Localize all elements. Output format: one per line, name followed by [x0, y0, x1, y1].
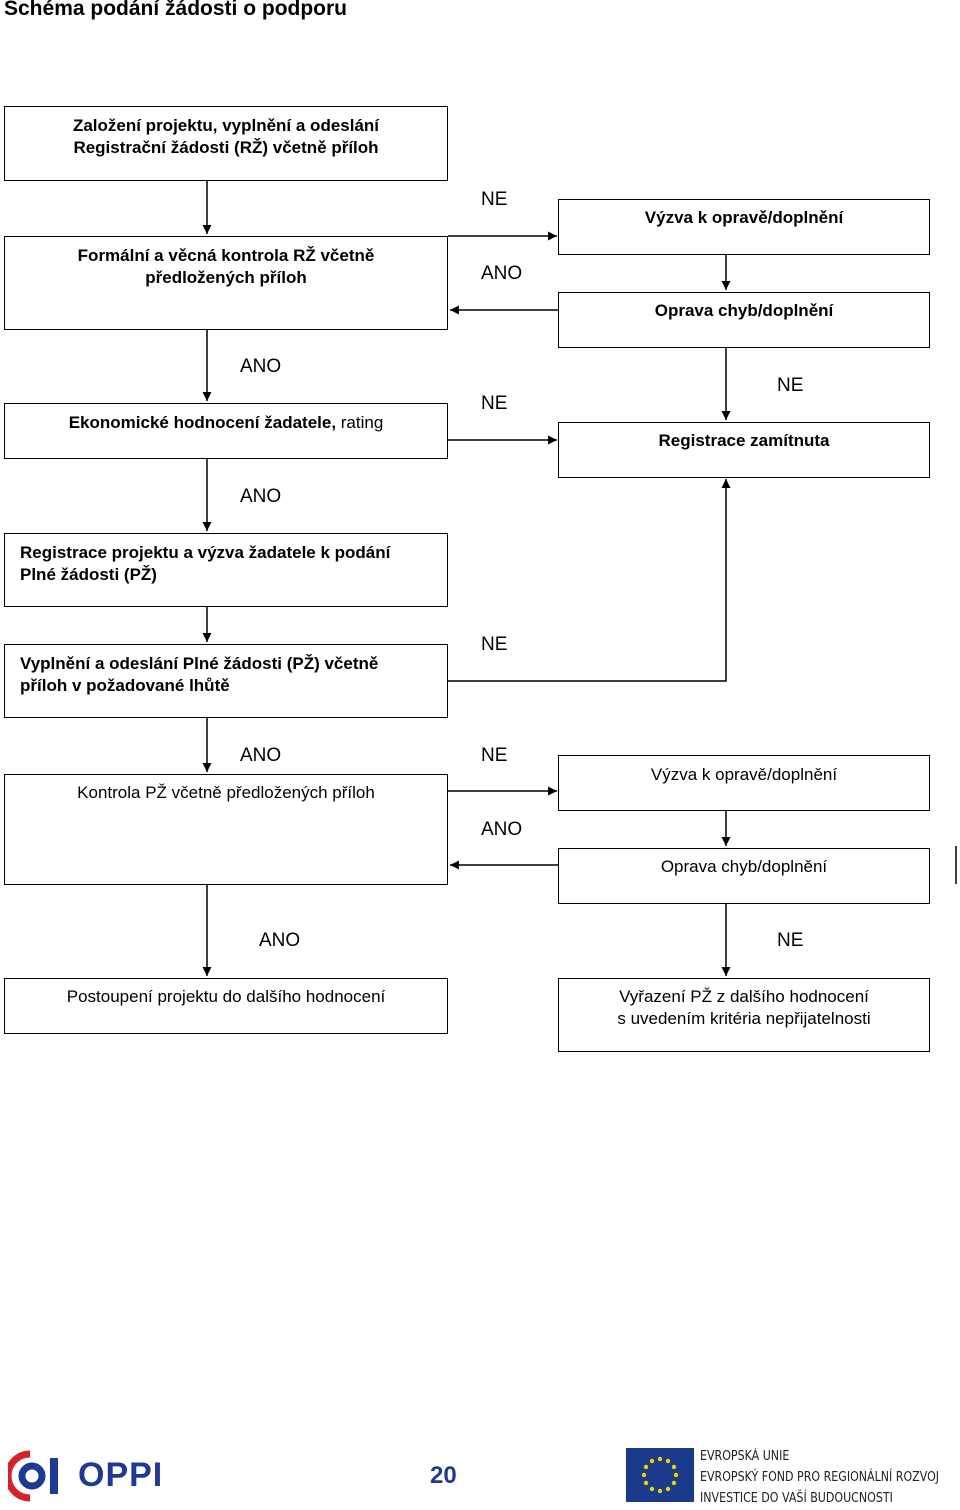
box-create-project: Založení projektu, vyplnění a odeslání R… — [4, 106, 448, 181]
page-title: Schéma podání žádosti o podporu — [4, 0, 348, 20]
eu-funding-text: EVROPSKÁ UNIE EVROPSKÝ FOND PRO REGIONÁL… — [700, 1446, 939, 1509]
box-economic-evaluation-rating: rating — [336, 413, 384, 432]
label-ano: ANO — [259, 930, 301, 951]
page-number: 20 — [430, 1462, 457, 1489]
box-full-application-check: Kontrola PŽ včetně předložených příloh — [4, 774, 448, 885]
label-ne: NE — [481, 393, 508, 414]
box-call-correction-2-text: Výzva k opravě/doplnění — [650, 765, 838, 784]
box-fix-errors-2-text: Oprava chyb/doplnění — [660, 857, 828, 876]
box-fix-errors-2: Oprava chyb/doplnění — [558, 848, 930, 904]
oppi-logo-text: OPPI — [78, 1456, 164, 1494]
box-exclude-application-text: Vyřazení PŽ z dalšího hodnocení s uveden… — [617, 987, 871, 1028]
box-create-project-text: Založení projektu, vyplnění a odeslání R… — [72, 116, 380, 157]
oppi-logo-icon — [8, 1450, 58, 1502]
label-ano: ANO — [481, 263, 523, 284]
box-advance-project-text: Postoupení projektu do dalšího hodnocení — [66, 987, 386, 1006]
box-economic-evaluation-text: Ekonomické hodnocení žadatele, — [68, 413, 337, 432]
label-ne: NE — [481, 189, 508, 210]
box-call-correction-2: Výzva k opravě/doplnění — [558, 755, 930, 811]
box-fix-errors-1-text: Oprava chyb/doplnění — [654, 301, 834, 320]
arrow-b8-b6 — [448, 479, 731, 682]
box-registration-rejected-text: Registrace zamítnuta — [658, 431, 830, 450]
box-project-registration-text: Registrace projektu a výzva žadatele k p… — [20, 543, 391, 584]
eu-line: EVROPSKÝ FOND PRO REGIONÁLNÍ ROZVOJ — [700, 1470, 940, 1485]
label-ne: NE — [481, 634, 508, 655]
box-submit-full-application: Vyplnění a odeslání Plné žádosti (PŽ) vč… — [4, 644, 448, 718]
label-ne: NE — [777, 375, 804, 396]
eu-line: INVESTICE DO VAŠÍ BUDOUCNOSTI — [700, 1491, 893, 1506]
box-formal-check-text: Formální a věcná kontrola RŽ včetně před… — [77, 246, 375, 287]
flow-connectors — [202, 181, 957, 976]
box-submit-full-application-text: Vyplnění a odeslání Plné žádosti (PŽ) vč… — [20, 654, 379, 695]
box-project-registration: Registrace projektu a výzva žadatele k p… — [4, 533, 448, 607]
label-ano: ANO — [240, 486, 282, 507]
box-fix-errors-1: Oprava chyb/doplnění — [558, 292, 930, 348]
box-registration-rejected: Registrace zamítnuta — [558, 422, 930, 478]
label-ne: NE — [481, 745, 508, 766]
box-call-correction-1-text: Výzva k opravě/doplnění — [644, 208, 844, 227]
eu-line: EVROPSKÁ UNIE — [700, 1449, 790, 1464]
label-ne: NE — [777, 930, 804, 951]
box-call-correction-1: Výzva k opravě/doplnění — [558, 199, 930, 255]
label-ano: ANO — [240, 356, 282, 377]
label-ano: ANO — [481, 819, 523, 840]
box-economic-evaluation: Ekonomické hodnocení žadatele, rating — [4, 403, 448, 459]
box-full-application-check-text: Kontrola PŽ včetně předložených příloh — [77, 783, 375, 802]
box-formal-check: Formální a věcná kontrola RŽ včetně před… — [4, 236, 448, 330]
eu-flag-icon — [626, 1448, 694, 1502]
box-exclude-application: Vyřazení PŽ z dalšího hodnocení s uveden… — [558, 978, 930, 1052]
box-advance-project: Postoupení projektu do dalšího hodnocení — [4, 978, 448, 1034]
label-ano: ANO — [240, 745, 282, 766]
